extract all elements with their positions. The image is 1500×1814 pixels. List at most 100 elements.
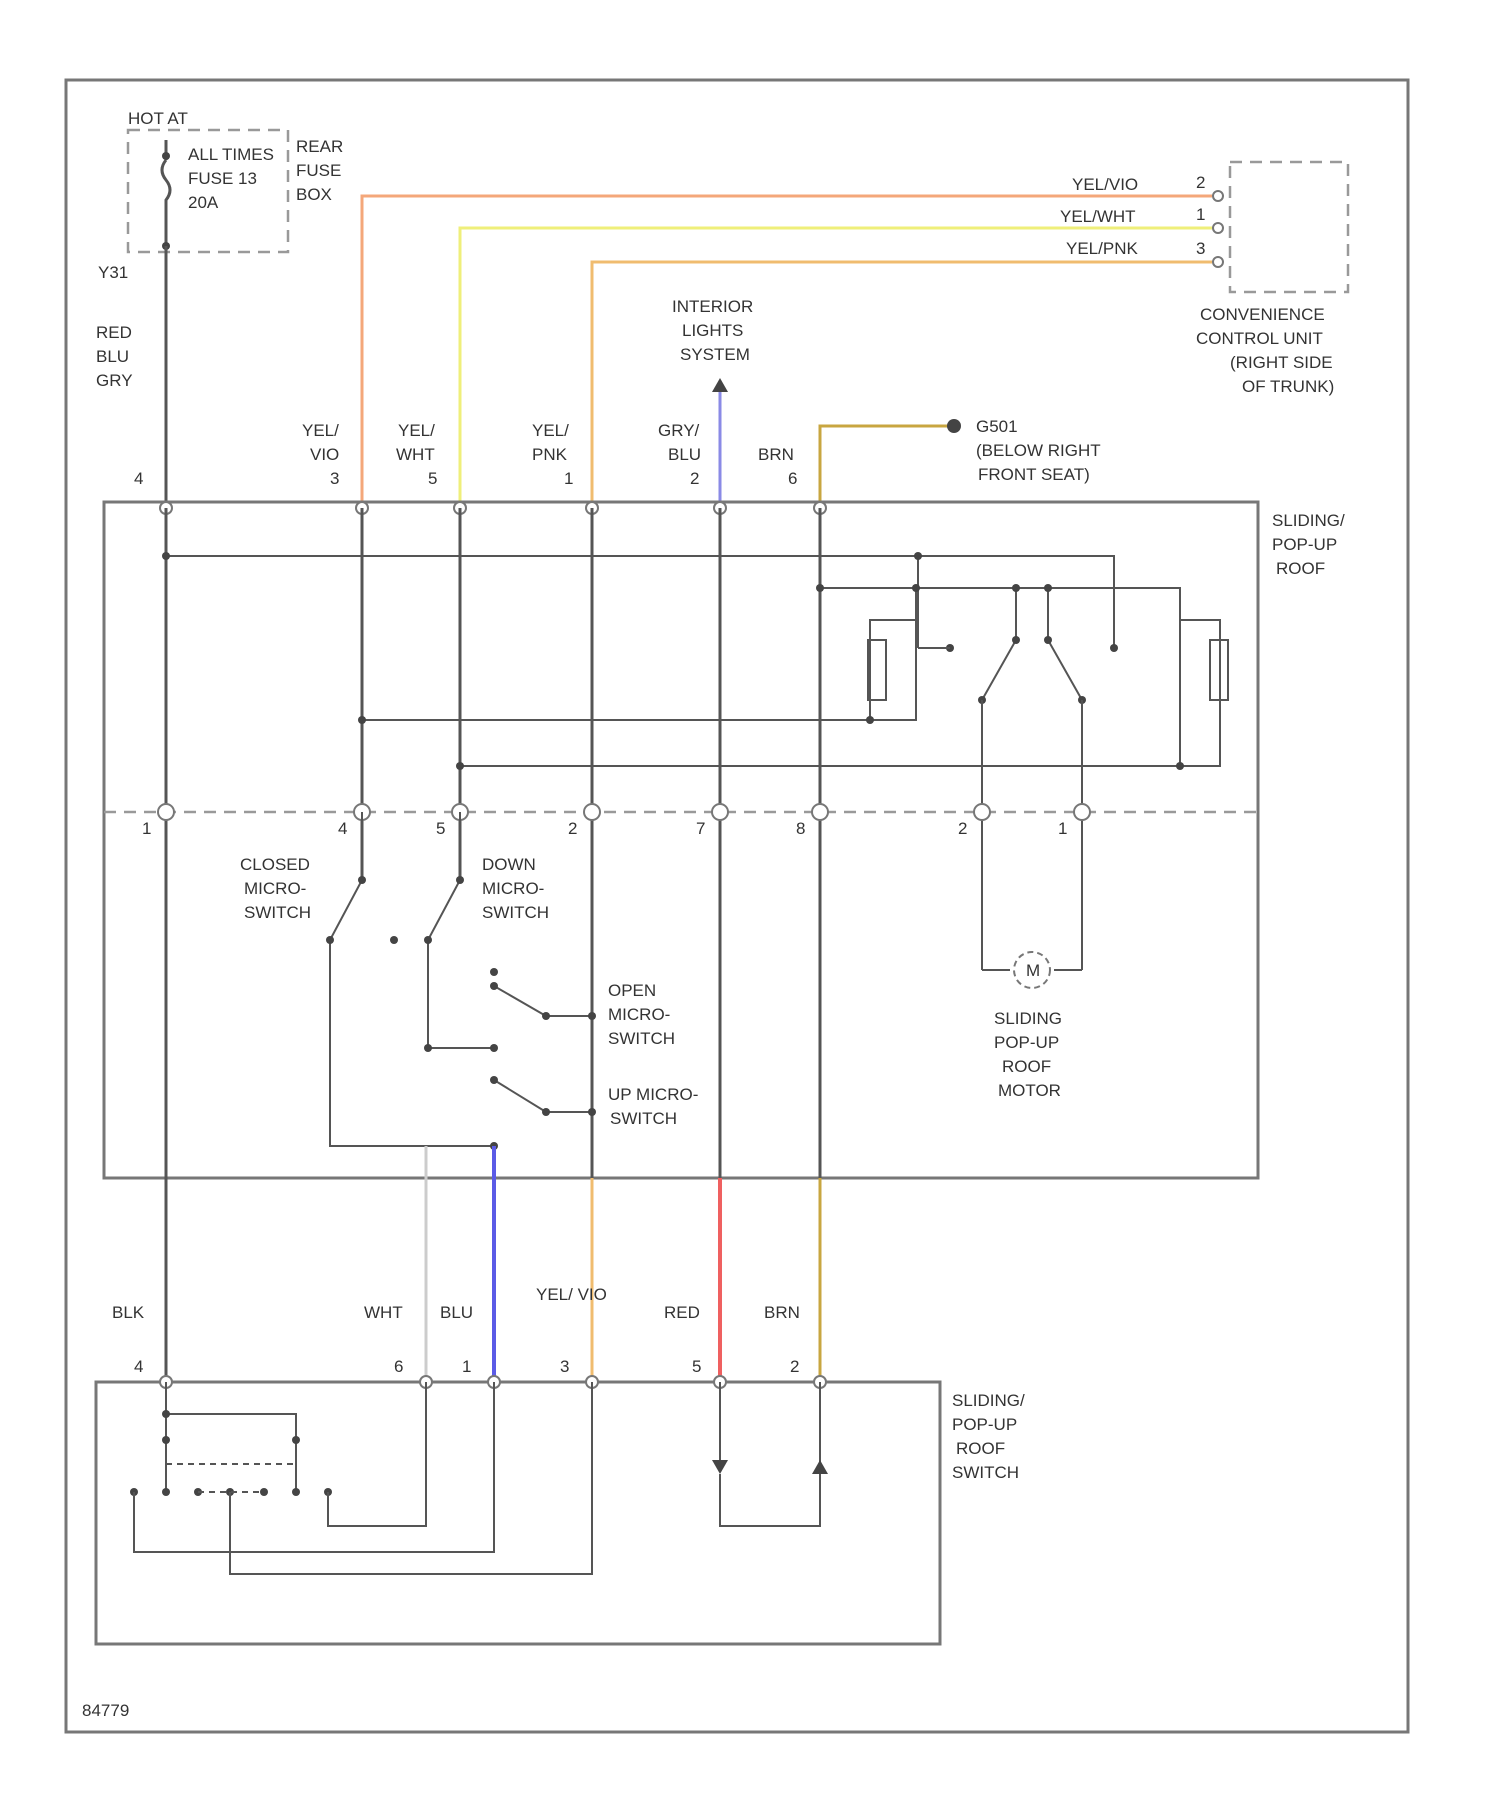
feed-wire-color-1: RED bbox=[96, 323, 132, 342]
fuse-location-3: BOX bbox=[296, 185, 332, 204]
motor-label-1: SLIDING bbox=[994, 1009, 1062, 1028]
top-wire-5a: YEL/ bbox=[398, 421, 435, 440]
lower-wire-label-yelvio: YEL/ VIO bbox=[536, 1285, 607, 1304]
up-switch-2: SWITCH bbox=[610, 1109, 677, 1128]
wire-yel-vio-label: YEL/VIO bbox=[1072, 175, 1138, 194]
fuse-location-1: REAR bbox=[296, 137, 343, 156]
convenience-unit-outline bbox=[1230, 162, 1348, 292]
fuse-pin-id: Y31 bbox=[98, 263, 128, 282]
convenience-label-1: CONVENIENCE bbox=[1200, 305, 1325, 324]
convenience-label-3: (RIGHT SIDE bbox=[1230, 353, 1333, 372]
interior-lights-1: INTERIOR bbox=[672, 297, 753, 316]
roof-switch-label-3: ROOF bbox=[956, 1439, 1005, 1458]
interior-lights-2: LIGHTS bbox=[682, 321, 743, 340]
int-pin-g: 2 bbox=[958, 819, 967, 838]
open-switch-1: OPEN bbox=[608, 981, 656, 1000]
ground-icon bbox=[947, 419, 961, 433]
top-pin-4: 4 bbox=[134, 469, 143, 488]
lower-pin-blu: 1 bbox=[462, 1357, 471, 1376]
arrow-icon bbox=[712, 378, 728, 392]
lower-pin-red: 5 bbox=[692, 1357, 701, 1376]
ground-desc-1: (BELOW RIGHT bbox=[976, 441, 1101, 460]
roof-switch-box bbox=[96, 1382, 940, 1644]
lower-pin-wht: 6 bbox=[394, 1357, 403, 1376]
lower-wire-label-wht: WHT bbox=[364, 1303, 403, 1322]
roof-switch-label-1: SLIDING/ bbox=[952, 1391, 1025, 1410]
down-switch-3: SWITCH bbox=[482, 903, 549, 922]
roof-module-label-1: SLIDING/ bbox=[1272, 511, 1345, 530]
top-pin-3: 3 bbox=[330, 469, 339, 488]
roof-switch-internals bbox=[130, 1382, 828, 1574]
convenience-label-2: CONTROL UNIT bbox=[1196, 329, 1323, 348]
top-pin-5: 5 bbox=[428, 469, 437, 488]
hot-at-label: HOT AT bbox=[128, 109, 188, 128]
lower-wires bbox=[166, 1146, 820, 1378]
roof-module-label-3: ROOF bbox=[1276, 559, 1325, 578]
wire-brn-ground bbox=[820, 426, 948, 508]
down-switch-1: DOWN bbox=[482, 855, 536, 874]
ground-desc-2: FRONT SEAT) bbox=[978, 465, 1090, 484]
wire-yel-wht bbox=[460, 228, 1212, 508]
lower-wire-label-brn: BRN bbox=[764, 1303, 800, 1322]
roof-module-label-2: POP-UP bbox=[1272, 535, 1337, 554]
top-wire-6: BRN bbox=[758, 445, 794, 464]
wire-yel-pnk-label: YEL/PNK bbox=[1066, 239, 1138, 258]
int-pin-f: 8 bbox=[796, 819, 805, 838]
ground-id: G501 bbox=[976, 417, 1018, 436]
top-pin-1: 1 bbox=[564, 469, 573, 488]
top-pin-6: 6 bbox=[788, 469, 797, 488]
top-pin-labels: 4 YEL/ VIO 3 YEL/ WHT 5 YEL/ PNK 1 GRY/ … bbox=[134, 421, 797, 488]
figure-id: 84779 bbox=[82, 1701, 129, 1720]
closed-switch-2: MICRO- bbox=[244, 879, 306, 898]
roof-switch-label-4: SWITCH bbox=[952, 1463, 1019, 1482]
micro-switches bbox=[326, 812, 596, 1150]
top-wire-1b: PNK bbox=[532, 445, 568, 464]
top-wire-3b: VIO bbox=[310, 445, 339, 464]
int-pin-c: 5 bbox=[436, 819, 445, 838]
motor-label-3: ROOF bbox=[1002, 1057, 1051, 1076]
open-switch-3: SWITCH bbox=[608, 1029, 675, 1048]
roof-module-box bbox=[104, 502, 1258, 1178]
wire-yel-vio-pin: 2 bbox=[1196, 173, 1205, 192]
wire-yel-pnk-pin: 3 bbox=[1196, 239, 1205, 258]
convenience-label-4: OF TRUNK) bbox=[1242, 377, 1334, 396]
motor-label-4: MOTOR bbox=[998, 1081, 1061, 1100]
top-wire-1a: YEL/ bbox=[532, 421, 569, 440]
up-switch-1: UP MICRO- bbox=[608, 1085, 698, 1104]
wire-yel-wht-pin: 1 bbox=[1196, 205, 1205, 224]
int-pin-e: 7 bbox=[696, 819, 705, 838]
interior-lights-3: SYSTEM bbox=[680, 345, 750, 364]
module-internal-wiring bbox=[162, 508, 1228, 1378]
lower-pin-brn: 2 bbox=[790, 1357, 799, 1376]
closed-switch-3: SWITCH bbox=[244, 903, 311, 922]
top-wire-3a: YEL/ bbox=[302, 421, 339, 440]
lower-pin-yelvio: 3 bbox=[560, 1357, 569, 1376]
motor-symbol: M bbox=[1026, 961, 1040, 980]
roof-switch-label-2: POP-UP bbox=[952, 1415, 1017, 1434]
motor-label-2: POP-UP bbox=[994, 1033, 1059, 1052]
internal-connector-pins: 1 4 5 2 7 8 2 1 bbox=[142, 804, 1090, 838]
feed-wire-color-2: BLU bbox=[96, 347, 129, 366]
fuse-line3: 20A bbox=[188, 193, 219, 212]
top-wire-5b: WHT bbox=[396, 445, 435, 464]
int-pin-d: 2 bbox=[568, 819, 577, 838]
top-wire-2a: GRY/ bbox=[658, 421, 700, 440]
wire-yel-wht-label: YEL/WHT bbox=[1060, 207, 1136, 226]
top-wire-2b: BLU bbox=[668, 445, 701, 464]
lower-wire-label-blu: BLU bbox=[440, 1303, 473, 1322]
closed-switch-1: CLOSED bbox=[240, 855, 310, 874]
int-pin-b: 4 bbox=[338, 819, 347, 838]
open-switch-2: MICRO- bbox=[608, 1005, 670, 1024]
down-switch-2: MICRO- bbox=[482, 879, 544, 898]
top-pin-2: 2 bbox=[690, 469, 699, 488]
int-pin-a: 1 bbox=[142, 819, 151, 838]
int-pin-h: 1 bbox=[1058, 819, 1067, 838]
lower-pin-blk: 4 bbox=[134, 1357, 143, 1376]
lower-wire-label-blk: BLK bbox=[112, 1303, 145, 1322]
lower-wire-label-red: RED bbox=[664, 1303, 700, 1322]
feed-wire-color-3: GRY bbox=[96, 371, 133, 390]
fuse-line2: FUSE 13 bbox=[188, 169, 257, 188]
fuse-line1: ALL TIMES bbox=[188, 145, 274, 164]
fuse-location-2: FUSE bbox=[296, 161, 341, 180]
